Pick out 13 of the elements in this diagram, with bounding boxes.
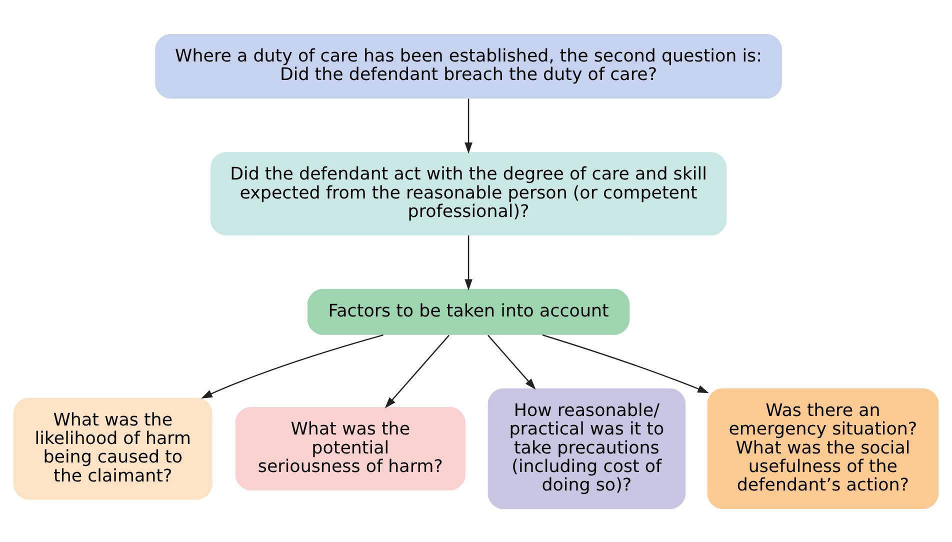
arrow: [488, 334, 536, 390]
node-box: Did the defendant act with the degree of care and skill expected from the reasonable person (or competent professional)?: [210, 152, 727, 235]
node-box: Where a duty of care has been established, the second question is: Did the defendant breach the duty of care?: [155, 33, 782, 98]
arrow: [201, 334, 384, 398]
arrow: [384, 334, 450, 408]
arrow: [542, 334, 709, 393]
arrow: [464, 234, 472, 290]
node-box: What was the likelihood of harm being caused to the claimant?: [13, 397, 212, 500]
node-box: What was the potential seriousness of harm?: [235, 406, 466, 490]
arrow: [464, 98, 472, 154]
node-box: Factors to be taken into account: [308, 288, 630, 334]
node-box: Was there an emergency situation? What was the social usefulness of the defendant’s action?: [707, 388, 939, 509]
node-box: How reasonable/ practical was it to take precautions (including cost of doing so)?: [488, 388, 686, 509]
